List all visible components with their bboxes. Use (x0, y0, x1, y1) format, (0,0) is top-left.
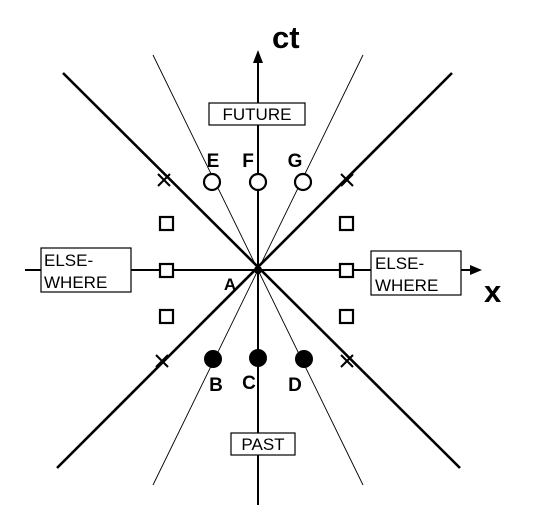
event-square (338, 262, 355, 279)
event-c-dot (249, 349, 267, 367)
label-c: C (242, 373, 256, 394)
event-square (158, 215, 175, 232)
cross-mark-icon (155, 354, 169, 368)
event-square (338, 215, 355, 232)
x-axis-arrow-icon (470, 265, 482, 275)
event-g-circle (293, 172, 313, 192)
ct-axis (253, 50, 263, 505)
label-d: D (288, 375, 302, 396)
cone-cross-marks (155, 173, 354, 368)
past-events (204, 349, 313, 368)
event-d-dot (295, 350, 313, 368)
event-b-dot (204, 350, 222, 368)
x-axis-label: x (484, 274, 502, 309)
event-f-circle (248, 172, 268, 192)
cross-mark-icon (340, 173, 354, 187)
future-region-box: FUTURE (208, 102, 306, 126)
ct-axis-arrow-icon (253, 50, 263, 63)
event-square (158, 262, 175, 279)
event-square (338, 308, 355, 325)
label-f: F (242, 151, 254, 172)
past-region-box: PAST (230, 432, 296, 456)
elsewhere-event-squares (158, 215, 355, 325)
label-e: E (207, 151, 220, 172)
cross-mark-icon (157, 173, 171, 187)
origin-dot (254, 266, 262, 274)
ct-axis-label: ct (272, 20, 300, 55)
event-square (158, 308, 175, 325)
svg-text:WHERE: WHERE (44, 273, 107, 292)
svg-text:PAST: PAST (241, 435, 284, 454)
svg-text:FUTURE: FUTURE (223, 105, 292, 124)
label-g: G (288, 151, 303, 172)
label-a: A (224, 275, 236, 294)
svg-text:ELSE-: ELSE- (375, 254, 424, 273)
cross-mark-icon (340, 354, 354, 368)
label-b: B (209, 375, 223, 396)
elsewhere-left-region-box: ELSE- WHERE (40, 247, 132, 293)
svg-text:ELSE-: ELSE- (44, 251, 93, 270)
future-events (202, 172, 313, 192)
elsewhere-right-region-box: ELSE- WHERE (370, 250, 462, 296)
svg-text:WHERE: WHERE (375, 276, 438, 295)
event-e-circle (202, 172, 222, 192)
